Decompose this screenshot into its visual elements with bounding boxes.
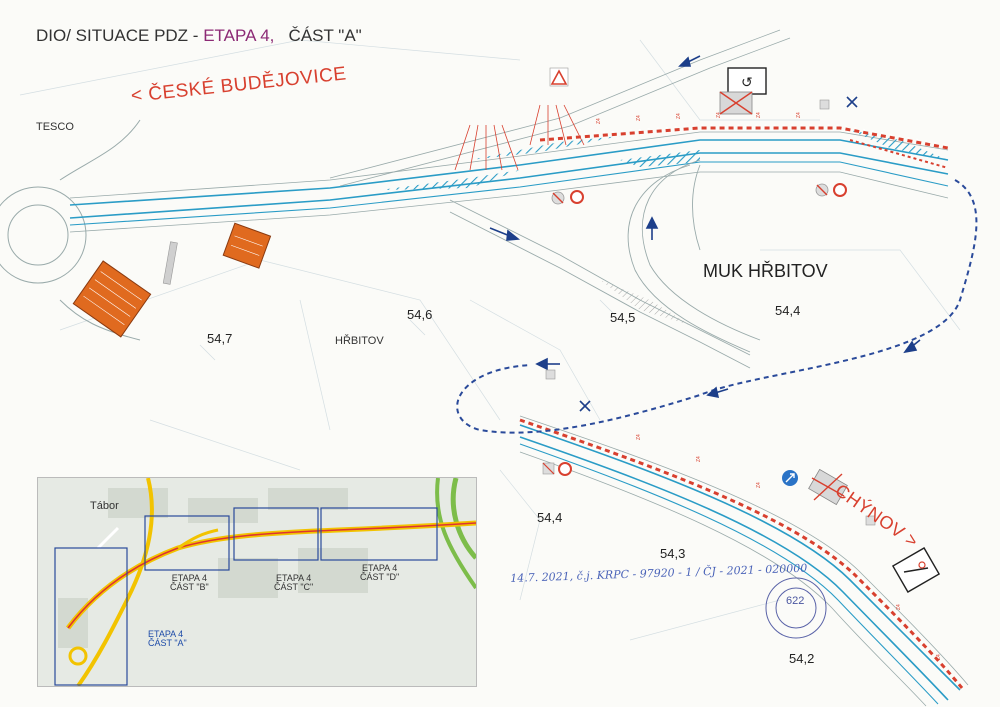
crossed-sign-icon bbox=[719, 91, 753, 115]
inset-map-drawing bbox=[38, 478, 476, 686]
official-stamp-icon bbox=[765, 577, 827, 639]
inset-frame-part-b bbox=[144, 515, 230, 571]
title-part: ČÁST "A" bbox=[288, 26, 362, 45]
cadastral-background bbox=[19, 39, 961, 641]
km-label: 54,4 bbox=[537, 510, 563, 525]
speed-limit-sign-icon bbox=[542, 462, 572, 476]
km-label: 54,3 bbox=[660, 546, 686, 561]
speed-limit-sign-icon bbox=[815, 183, 847, 197]
arrow-icon bbox=[645, 216, 659, 240]
arrow-icon bbox=[535, 357, 560, 371]
svg-text:↺: ↺ bbox=[741, 75, 753, 91]
svg-text:Z4: Z4 bbox=[636, 115, 642, 121]
arrow-icon bbox=[903, 339, 921, 354]
svg-text:Z4: Z4 bbox=[756, 482, 762, 488]
km-ghost-marks bbox=[199, 299, 616, 361]
inset-town-label: Tábor bbox=[90, 500, 119, 512]
hatched-islands bbox=[380, 130, 948, 325]
cross-marker-icon bbox=[579, 96, 858, 412]
inset-frame-part-d bbox=[320, 507, 438, 561]
junction-ramps bbox=[449, 159, 761, 369]
roundabout bbox=[0, 119, 141, 341]
temporary-markings bbox=[519, 124, 964, 689]
traffic-signs: ↺ bbox=[454, 67, 941, 593]
mandatory-direction-sign-icon bbox=[782, 470, 798, 486]
svg-text:Z4: Z4 bbox=[596, 118, 602, 124]
svg-text:Z4: Z4 bbox=[676, 113, 682, 119]
detour-route bbox=[456, 179, 978, 434]
main-road-upper bbox=[69, 29, 949, 233]
main-road-lower bbox=[519, 415, 969, 707]
km-label: 54,4 bbox=[775, 303, 801, 318]
stamp-number: 622 bbox=[786, 595, 805, 607]
km-label: 54,6 bbox=[407, 307, 433, 322]
arrow-icon bbox=[706, 386, 729, 399]
place-label-tesco: TESCO bbox=[36, 121, 74, 133]
svg-text:Z4: Z4 bbox=[696, 456, 702, 462]
svg-text:Z4: Z4 bbox=[896, 604, 902, 610]
svg-text:Z4: Z4 bbox=[796, 112, 802, 118]
direction-arrows bbox=[489, 55, 921, 399]
lane-closure-sign-icon bbox=[891, 547, 941, 593]
marking-labels: Z4 Z4 Z4 Z4 Z4 Z4 Z4 Z4 Z4 Z4 Z4 bbox=[596, 112, 942, 660]
crossed-sign-icon bbox=[808, 468, 848, 506]
small-square-sign-icon bbox=[545, 99, 876, 526]
speed-limit-sign-icon bbox=[551, 190, 584, 205]
svg-text:Z4: Z4 bbox=[756, 112, 762, 118]
junction-label: MUK HŘBITOV bbox=[703, 261, 828, 281]
km-label: 54,7 bbox=[207, 331, 233, 346]
inset-frame-part-c bbox=[233, 507, 319, 561]
inset-frame-part-a bbox=[54, 547, 128, 686]
title-prefix: DIO/ SITUACE PDZ - bbox=[36, 26, 204, 45]
uturn-sign-icon: ↺ bbox=[727, 67, 767, 95]
svg-text:Z4: Z4 bbox=[716, 112, 722, 118]
km-label: 54,5 bbox=[610, 310, 636, 325]
arrow-icon bbox=[489, 227, 521, 241]
title-etapa: ETAPA 4, bbox=[203, 26, 275, 45]
barrier-fan-icon bbox=[454, 104, 585, 171]
yield-sign-icon bbox=[549, 67, 569, 87]
svg-text:Z4: Z4 bbox=[636, 434, 642, 440]
orange-sign-board bbox=[222, 222, 272, 269]
page-title: DIO/ SITUACE PDZ - ETAPA 4, ČÁST "A" bbox=[36, 26, 362, 46]
sign-post bbox=[162, 241, 178, 285]
km-label: 54,2 bbox=[789, 651, 815, 666]
svg-text:Z4: Z4 bbox=[936, 654, 942, 660]
arrow-icon bbox=[678, 55, 701, 67]
orange-sign-group-left bbox=[72, 260, 152, 338]
place-label-hrbitov: HŘBITOV bbox=[335, 335, 384, 347]
